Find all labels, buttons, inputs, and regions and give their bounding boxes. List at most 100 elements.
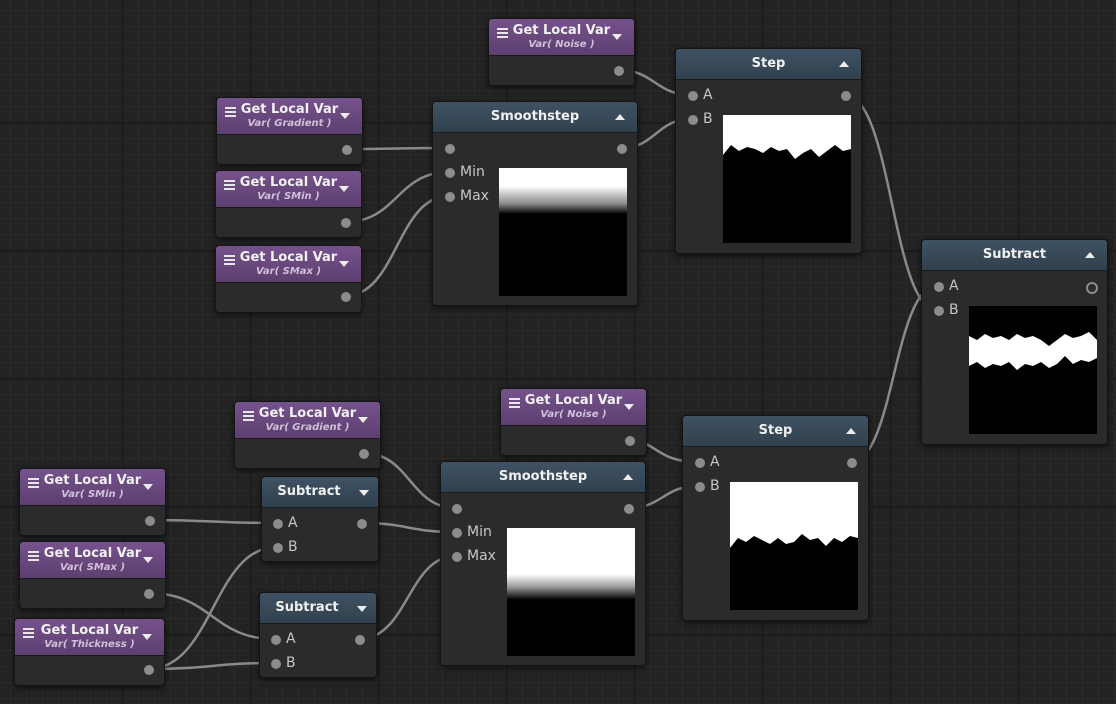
dropdown-arrow-icon[interactable] [612, 34, 622, 40]
step-node[interactable]: Step A B [682, 415, 869, 621]
hamburger-icon[interactable] [243, 415, 254, 417]
get-local-var-node-noise[interactable]: Get Local Var Var( Noise ) [500, 388, 647, 456]
smoothstep-node[interactable]: Smoothstep Min Max [440, 461, 646, 666]
min-port-label: Min [460, 164, 485, 180]
output-port[interactable] [614, 66, 624, 76]
min-input-port[interactable] [452, 528, 462, 538]
step-node[interactable]: Step A B [675, 48, 862, 254]
get-local-var-node-thickness[interactable]: Get Local Var Var( Thickness ) [14, 618, 165, 686]
a-input-port[interactable] [688, 91, 698, 101]
node-title: Get Local Var [258, 406, 357, 421]
node-header[interactable]: Subtract [260, 593, 376, 624]
hamburger-icon[interactable] [28, 555, 39, 557]
dropdown-arrow-icon[interactable] [339, 261, 349, 267]
b-input-port[interactable] [271, 659, 281, 669]
output-port[interactable] [625, 436, 635, 446]
node-header[interactable]: Subtract [262, 477, 378, 508]
output-port[interactable] [342, 145, 352, 155]
hamburger-icon[interactable] [509, 402, 520, 404]
output-port[interactable] [617, 144, 627, 154]
node-header[interactable]: Get Local Var Var( SMax ) [20, 542, 165, 579]
node-subtitle: Var( SMax ) [59, 562, 126, 573]
collapse-arrow-icon[interactable] [839, 61, 849, 67]
node-header[interactable]: Get Local Var Var( Gradient ) [235, 402, 380, 439]
output-port[interactable] [359, 449, 369, 459]
min-port-label: Min [467, 524, 492, 540]
dropdown-arrow-icon[interactable] [143, 557, 153, 563]
get-local-var-node-smin[interactable]: Get Local Var Var( SMin ) [19, 468, 166, 536]
get-local-var-node-gradient[interactable]: Get Local Var Var( Gradient ) [216, 97, 363, 165]
dropdown-arrow-icon[interactable] [624, 404, 634, 410]
hamburger-icon[interactable] [28, 482, 39, 484]
input-port[interactable] [452, 504, 462, 514]
a-port-label: A [288, 515, 298, 531]
a-input-port[interactable] [271, 635, 281, 645]
max-input-port[interactable] [445, 192, 455, 202]
output-port[interactable] [357, 519, 367, 529]
dropdown-arrow-icon[interactable] [339, 186, 349, 192]
output-port[interactable] [847, 458, 857, 468]
input-port[interactable] [445, 144, 455, 154]
output-port[interactable] [144, 589, 154, 599]
a-input-port[interactable] [934, 282, 944, 292]
a-input-port[interactable] [273, 519, 283, 529]
output-port-unconnected[interactable] [1086, 282, 1098, 294]
b-input-port[interactable] [688, 115, 698, 125]
dropdown-arrow-icon[interactable] [357, 606, 367, 612]
node-header[interactable]: Get Local Var Var( Noise ) [489, 19, 634, 56]
node-header[interactable]: Smoothstep [441, 462, 645, 493]
hamburger-icon[interactable] [225, 111, 236, 113]
max-input-port[interactable] [452, 552, 462, 562]
node-title: Get Local Var [239, 250, 338, 265]
output-port[interactable] [624, 504, 634, 514]
collapse-arrow-icon[interactable] [846, 428, 856, 434]
hamburger-icon[interactable] [497, 32, 508, 34]
subtract-node[interactable]: Subtract A B [261, 476, 379, 562]
hamburger-icon[interactable] [23, 632, 34, 634]
output-port[interactable] [144, 665, 154, 675]
b-input-port[interactable] [273, 543, 283, 553]
node-header[interactable]: Get Local Var Var( Noise ) [501, 389, 646, 426]
collapse-arrow-icon[interactable] [615, 114, 625, 120]
dropdown-arrow-icon[interactable] [142, 634, 152, 640]
min-input-port[interactable] [445, 168, 455, 178]
output-port[interactable] [355, 635, 365, 645]
subtract-node-main[interactable]: Subtract A B [921, 239, 1108, 445]
wire [146, 545, 279, 671]
node-header[interactable]: Get Local Var Var( SMin ) [20, 469, 165, 506]
node-header[interactable]: Get Local Var Var( SMin ) [216, 171, 361, 208]
node-header[interactable]: Get Local Var Var( SMax ) [216, 246, 361, 283]
b-port-label: B [703, 111, 713, 127]
output-port[interactable] [841, 91, 851, 101]
collapse-arrow-icon[interactable] [1085, 252, 1095, 258]
get-local-var-node-smax[interactable]: Get Local Var Var( SMax ) [19, 541, 166, 609]
b-input-port[interactable] [934, 306, 944, 316]
dropdown-arrow-icon[interactable] [358, 417, 368, 423]
a-port-label: A [703, 87, 713, 103]
collapse-arrow-icon[interactable] [623, 474, 633, 480]
hamburger-icon[interactable] [224, 184, 235, 186]
output-port[interactable] [145, 516, 155, 526]
dropdown-arrow-icon[interactable] [143, 484, 153, 490]
dropdown-arrow-icon[interactable] [359, 490, 369, 496]
node-header[interactable]: Smoothstep [433, 102, 637, 133]
node-header[interactable]: Step [676, 49, 861, 80]
b-input-port[interactable] [695, 482, 705, 492]
output-port[interactable] [341, 292, 351, 302]
get-local-var-node-noise[interactable]: Get Local Var Var( Noise ) [488, 18, 635, 86]
node-header[interactable]: Step [683, 416, 868, 447]
node-header[interactable]: Get Local Var Var( Thickness ) [15, 619, 164, 656]
smoothstep-node[interactable]: Smoothstep Min Max [432, 101, 638, 306]
node-header[interactable]: Subtract [922, 240, 1107, 271]
get-local-var-node-smax[interactable]: Get Local Var Var( SMax ) [215, 245, 362, 313]
subtract-node[interactable]: Subtract A B [259, 592, 377, 678]
hamburger-icon[interactable] [224, 259, 235, 261]
node-subtitle: Var( SMin ) [257, 191, 320, 202]
a-input-port[interactable] [695, 458, 705, 468]
get-local-var-node-smin[interactable]: Get Local Var Var( SMin ) [215, 170, 362, 238]
get-local-var-node-gradient[interactable]: Get Local Var Var( Gradient ) [234, 401, 381, 469]
b-port-label: B [949, 302, 959, 318]
output-port[interactable] [341, 218, 351, 228]
dropdown-arrow-icon[interactable] [340, 113, 350, 119]
node-header[interactable]: Get Local Var Var( Gradient ) [217, 98, 362, 135]
